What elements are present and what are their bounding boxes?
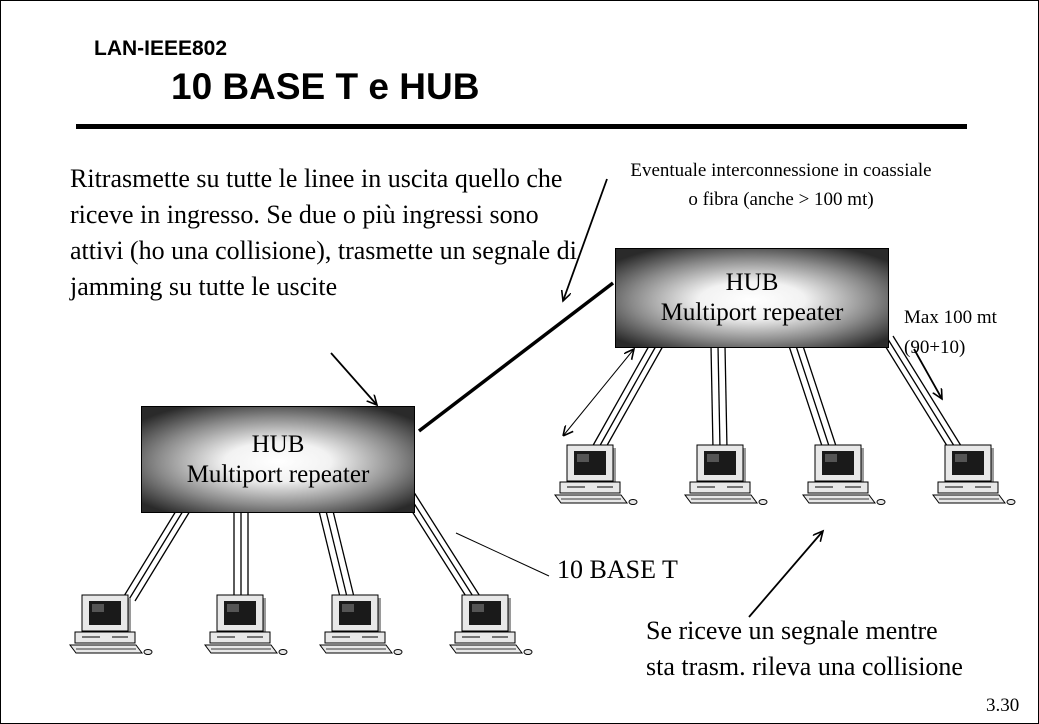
computer-icon (204, 594, 288, 655)
slide-title: 10 BASE T e HUB (171, 66, 480, 107)
collision-note: Se riceve un segnale mentre sta trasm. r… (646, 613, 1036, 685)
max-distance-line1: Max 100 mt (904, 307, 997, 328)
hub-box: HUB Multiport repeater (615, 248, 889, 348)
max-distance-line2: (90+10) (904, 337, 966, 358)
hub-sublabel: Multiport repeater (186, 460, 370, 488)
computer-icon (802, 444, 886, 505)
max-distance-double-arrow (563, 349, 634, 436)
computer-icon (449, 594, 533, 655)
computer-icon (932, 444, 1016, 505)
computer-icon (69, 594, 153, 655)
interconnection-arrow (563, 178, 608, 301)
computer-icon (684, 444, 768, 505)
collision-note-line1: Se riceve un segnale mentre (646, 616, 938, 645)
title-rule (76, 124, 967, 129)
slide-subtitle: LAN-IEEE802 (94, 37, 228, 60)
collision-arrow (748, 531, 823, 618)
max-distance-arrow (913, 348, 942, 399)
interconnection-note-line1: Eventuale interconnessione in coassiale (630, 160, 932, 181)
cable-type-label: 10 BASE T (557, 555, 678, 584)
interconnection-note: Eventuale interconnessione in coassiale … (571, 156, 991, 214)
hub-label: HUB (725, 269, 779, 296)
hub-label: HUB (251, 430, 305, 458)
collision-note-line2: sta trasm. rileva una collisione (646, 652, 963, 681)
hub-box: HUB Multiport repeater (141, 406, 415, 513)
max-distance-label: Max 100 mt (90+10) (904, 303, 997, 363)
cables-hub1 (120, 485, 484, 602)
page-number: 3.30 (986, 695, 1020, 716)
hub-sublabel: Multiport repeater (660, 299, 844, 326)
computer-icon (319, 594, 403, 655)
interconnection-note-line2: o fibra (anche > 100 mt) (688, 189, 874, 210)
hub-description: Ritrasmette su tutte le linee in uscita … (70, 164, 577, 301)
cable-label-leader (455, 532, 550, 577)
hub-description-arrow (330, 352, 377, 405)
hub-interconnection-line (417, 281, 615, 433)
computer-icon (554, 444, 638, 505)
